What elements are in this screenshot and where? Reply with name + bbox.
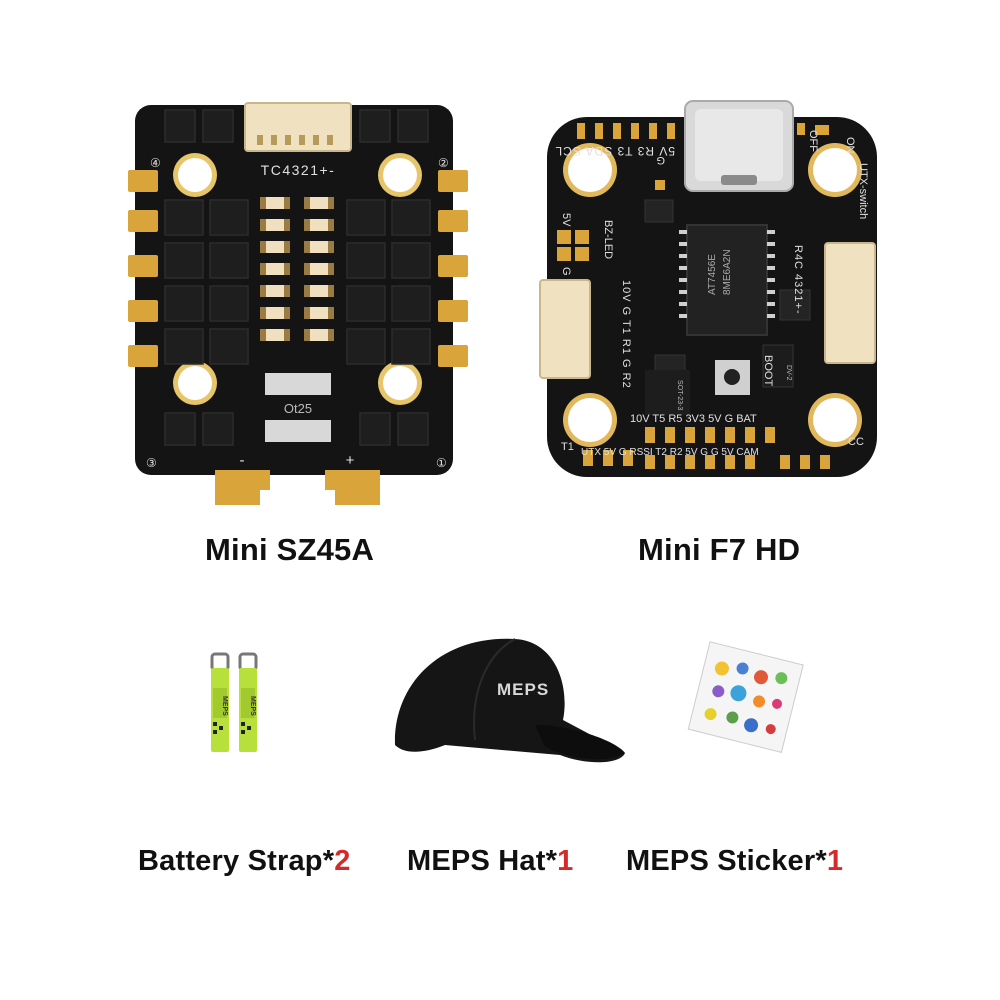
esc-plus-label: + — [346, 452, 355, 469]
esc-chip-mark: Ot25 — [284, 401, 312, 416]
osd-chip-text: AT7456E — [707, 254, 718, 295]
fc-left-connector — [539, 279, 591, 379]
hat-caption: MEPS Hat*1 — [407, 845, 573, 878]
battery-strap-1: MEPS — [210, 652, 230, 752]
fc-mount-holes — [563, 143, 862, 447]
fc-top-pads — [557, 123, 829, 261]
fc-top-labels: 5V R3 T3 SDA SCL — [555, 144, 676, 158]
fc-label-r4c: R4C 4321+- — [792, 245, 804, 315]
hat-logo: MEPS — [497, 680, 549, 699]
hat-name: MEPS Hat* — [407, 845, 558, 877]
sticker-caption: MEPS Sticker*1 — [626, 845, 843, 878]
hat-qty: 1 — [557, 845, 574, 877]
fc-caption: Mini F7 HD — [638, 532, 801, 567]
battery-strap-caption: Battery Strap*2 — [138, 845, 351, 878]
fc-label-off: OFF — [807, 130, 819, 152]
fc-label-sot: SOT-23-3 — [676, 380, 683, 410]
esc-pad-plus — [325, 470, 380, 505]
esc-corner-3: ③ — [146, 456, 157, 470]
sticker-name: MEPS Sticker* — [626, 845, 827, 877]
fc-label-ic2: DV-2 — [785, 365, 792, 381]
esc-side-pads — [128, 170, 468, 367]
fc-label-5v-left: 5V — [560, 213, 572, 227]
fc-label-on: ON — [844, 137, 856, 154]
fc-label-t1: T1 — [561, 441, 574, 453]
esc-pad-minus — [215, 470, 270, 505]
strap-logo-1: MEPS — [221, 696, 228, 716]
meps-hat: MEPS — [394, 638, 625, 763]
fc-row1-labels: 10V T5 R5 3V3 5V G BAT — [630, 413, 757, 425]
fc-label-g-top: G — [656, 154, 665, 166]
esc-corner-1: ① — [436, 456, 447, 470]
fc-bottom-pads — [583, 427, 830, 469]
esc-silkscreen-header: TC4321+- — [261, 162, 336, 178]
fc-board: AT7456E 8ME6A2N 5V R3 T3 SDA SCL G OFF O… — [539, 100, 877, 477]
battery-straps: MEPS MEPS — [210, 652, 258, 752]
esc-shunt — [265, 373, 331, 395]
esc-mosfets — [164, 109, 431, 446]
esc-mount-holes — [173, 153, 422, 405]
fc-label-bz-led: BZ-LED — [602, 220, 614, 259]
esc-board: Ot25 TC4321+- - + ④ ② ③ ① — [128, 102, 468, 505]
esc-corner-2: ② — [438, 156, 449, 170]
fc-row2-labels: UTX 5V G RSSI T2 R2 5V G G 5V CAM — [581, 447, 759, 458]
fc-right-connector — [824, 242, 876, 364]
strap-logo-2: MEPS — [249, 696, 256, 716]
battery-strap-2: MEPS — [238, 652, 258, 752]
fc-label-g-left: G — [560, 267, 572, 276]
battery-strap-qty: 2 — [334, 845, 351, 877]
esc-corner-4: ④ — [150, 156, 161, 170]
fc-label-utx-switch: UTX-switch — [857, 163, 869, 219]
esc-capacitors — [260, 197, 334, 341]
esc-minus-label: - — [240, 452, 245, 469]
battery-strap-name: Battery Strap* — [138, 845, 335, 877]
meps-sticker — [687, 641, 804, 753]
osd-chip-subtext: 8ME6A2N — [722, 249, 733, 295]
sticker-qty: 1 — [826, 845, 844, 877]
fc-label-cc: CC — [848, 436, 864, 448]
fc-label-boot: BOOT — [762, 355, 774, 386]
esc-caption: Mini SZ45A — [205, 532, 375, 567]
fc-label-uart-col: 10V G T1 R1 G R2 — [620, 280, 632, 389]
